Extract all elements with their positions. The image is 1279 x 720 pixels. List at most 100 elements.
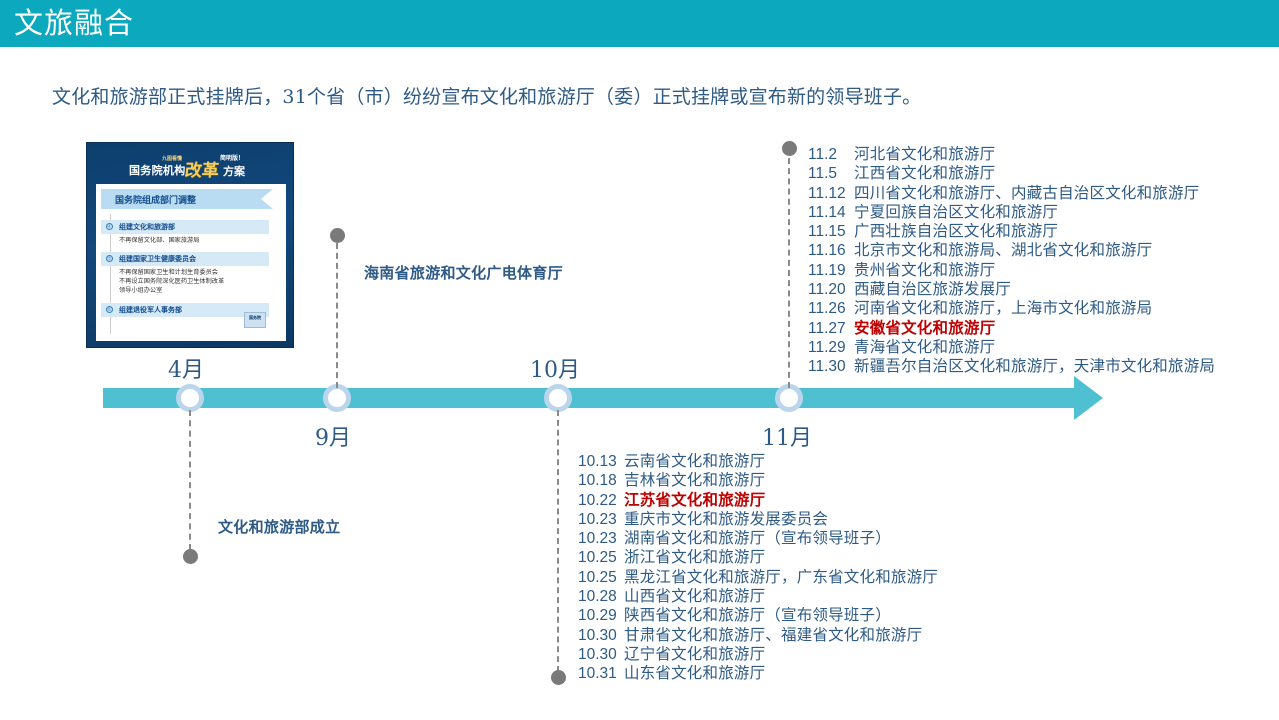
event-label: 广西壮族自治区文化和旅游厅 [854, 223, 1059, 241]
list-bullet-icon: ④ [106, 223, 113, 230]
timeline-label-november: 11月 [762, 426, 812, 451]
event-row: 10.13 云南省文化和旅游厅 [578, 452, 938, 471]
timeline-node-november[interactable] [775, 384, 803, 412]
event-row: 11.19 贵州省文化和旅游厅 [808, 261, 1215, 280]
infographic-header: 九图看懂 简明版！ 国务院机构 改革 方案 [87, 143, 293, 183]
event-date: 11.26 [808, 300, 846, 318]
infographic-item-title: 组建文化和旅游部 [119, 224, 175, 231]
event-date: 10.31 [578, 665, 617, 683]
infographic-item-note: 不再保留文化部、国家旅游局 [119, 237, 200, 244]
event-row: 11.29 青海省文化和旅游厅 [808, 338, 1215, 357]
subtitle-text: 文化和旅游部正式挂牌后，31个省（市）纷纷宣布文化和旅游厅（委）正式挂牌或宣布新… [52, 86, 922, 108]
infographic-item-row: ⑤ 组建国家卫生健康委员会 [101, 252, 269, 266]
infographic-kicker-left: 九图看懂 [162, 156, 183, 162]
infographic-divider [110, 214, 111, 334]
infographic-banner: 国务院组成部门调整 [101, 189, 273, 209]
infographic-item-title: 组建退役军人事务部 [119, 307, 182, 314]
event-date: 11.15 [808, 223, 846, 241]
event-date: 10.25 [578, 549, 617, 567]
infographic-item-note: 不再设立国务院深化医药卫生体制改革 [119, 278, 225, 285]
timeline-endpoint-november [782, 141, 797, 156]
event-date: 11.19 [808, 261, 846, 279]
event-date: 10.25 [578, 568, 617, 586]
timeline-node-april[interactable] [176, 384, 204, 412]
event-label: 云南省文化和旅游厅 [624, 453, 766, 470]
event-date: 10.30 [578, 645, 617, 663]
event-label: 宁夏回族自治区文化和旅游厅 [854, 203, 1059, 221]
event-row: 10.25 黑龙江省文化和旅游厅，广东省文化和旅游厅 [578, 568, 938, 587]
infographic-item-note: 不再保留国家卫生和计划生育委员会 [119, 269, 218, 276]
event-row: 11.2 河北省文化和旅游厅 [808, 145, 1215, 164]
event-label: 河南省文化和旅游厅，上海市文化和旅游局 [854, 300, 1153, 318]
event-label: 安徽省文化和旅游厅 [854, 319, 996, 337]
page-title: 文旅融合 [14, 6, 135, 40]
event-row: 11.27 安徽省文化和旅游厅 [808, 319, 1215, 338]
timeline-node-september[interactable] [323, 384, 351, 412]
annotation-april: 文化和旅游部成立 [218, 519, 341, 536]
infographic-item-row: ④ 组建文化和旅游部 [101, 220, 269, 234]
event-date: 11.12 [808, 184, 846, 202]
infographic-item-title: 组建国家卫生健康委员会 [119, 256, 196, 263]
event-date: 10.13 [578, 453, 617, 470]
event-row: 11.14 宁夏回族自治区文化和旅游厅 [808, 203, 1215, 222]
event-label: 河北省文化和旅游厅 [854, 146, 996, 163]
event-date: 11.14 [808, 203, 846, 221]
event-label: 新疆吾尔自治区文化和旅游厅，天津市文化和旅游局 [854, 358, 1216, 376]
event-date: 10.23 [578, 530, 617, 548]
infographic-title-part2: 方案 [223, 166, 245, 178]
event-label: 山东省文化和旅游厅 [624, 665, 766, 683]
event-label: 黑龙江省文化和旅游厅，广东省文化和旅游厅 [624, 568, 939, 586]
event-row: 10.25 浙江省文化和旅游厅 [578, 548, 938, 567]
timeline-arrow-icon [1074, 376, 1103, 420]
header-bar [0, 0, 1279, 47]
timeline-label-october: 10月 [530, 358, 580, 383]
event-row: 10.30 甘肃省文化和旅游厅、福建省文化和旅游厅 [578, 626, 938, 645]
timeline-label-april: 4月 [168, 358, 204, 383]
timeline-node-october[interactable] [544, 384, 572, 412]
event-label: 甘肃省文化和旅游厅、福建省文化和旅游厅 [624, 626, 923, 644]
event-label: 贵州省文化和旅游厅 [854, 261, 996, 279]
infographic-item-note: 领导小组办公室 [119, 287, 163, 294]
event-label: 辽宁省文化和旅游厅 [624, 645, 766, 663]
event-date: 10.18 [578, 472, 617, 490]
event-row: 11.15 广西壮族自治区文化和旅游厅 [808, 222, 1215, 241]
event-date: 11.2 [808, 146, 838, 163]
event-label: 陕西省文化和旅游厅（宣布领导班子） [624, 607, 891, 625]
event-date: 10.30 [578, 626, 617, 644]
timeline-connector-september [336, 243, 338, 388]
event-date: 11.30 [808, 358, 846, 376]
event-label: 四川省文化和旅游厅、内藏古自治区文化和旅游厅 [854, 184, 1200, 202]
event-row: 11.26 河南省文化和旅游厅，上海市文化和旅游局 [808, 299, 1215, 318]
timeline-endpoint-april [183, 549, 198, 564]
event-label: 西藏自治区旅游发展厅 [854, 281, 1012, 299]
reform-plan-infographic: 九图看懂 简明版！ 国务院机构 改革 方案 国务院组成部门调整 ④ 组建文化和旅… [86, 142, 294, 348]
list-bullet-icon: ⑤ [106, 255, 113, 262]
event-date: 11.27 [808, 319, 846, 337]
event-date: 10.23 [578, 510, 617, 528]
event-label: 湖南省文化和旅游厅（宣布领导班子） [624, 530, 891, 548]
event-date: 11.5 [808, 165, 838, 183]
infographic-item-row: ⑥ 组建退役军人事务部 [101, 303, 269, 317]
event-row: 11.5 江西省文化和旅游厅 [808, 164, 1215, 183]
timeline-endpoint-september [330, 228, 345, 243]
event-date: 11.20 [808, 281, 846, 299]
timeline-label-september: 9月 [315, 426, 351, 451]
event-row: 11.20 西藏自治区旅游发展厅 [808, 280, 1215, 299]
infographic-stamp-label: 国务院 [249, 315, 261, 320]
event-label: 江苏省文化和旅游厅 [624, 491, 766, 509]
timeline-connector-november [788, 158, 790, 388]
event-date: 10.29 [578, 607, 617, 625]
event-label: 江西省文化和旅游厅 [854, 165, 996, 183]
november-events-list: 11.2 河北省文化和旅游厅 11.5 江西省文化和旅游厅 11.12 四川省文化和旅游厅… [808, 145, 1215, 377]
infographic-stamp: 国务院 [244, 312, 266, 328]
event-label: 吉林省文化和旅游厅 [624, 472, 766, 490]
annotation-september: 海南省旅游和文化广电体育厅 [364, 265, 563, 282]
event-label: 青海省文化和旅游厅 [854, 338, 996, 356]
event-date: 11.29 [808, 338, 846, 356]
event-label: 浙江省文化和旅游厅 [624, 549, 766, 567]
